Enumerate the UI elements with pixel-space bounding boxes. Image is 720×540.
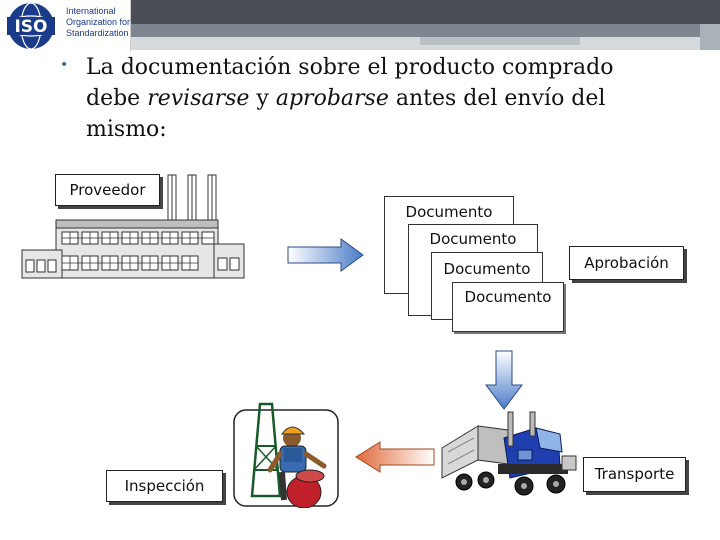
bullet-line-1: La documentación sobre el producto compr… (86, 55, 614, 80)
iso-emblem-icon: ISO (7, 2, 55, 50)
iso-logo-text: International Organization for Standardi… (66, 6, 132, 39)
iso-logo-line: International (66, 6, 116, 16)
supplier-label: Proveedor (55, 174, 160, 206)
header-bar-dark (125, 0, 720, 24)
inspection-label: Inspección (106, 470, 223, 502)
document-label: Documento (464, 288, 552, 306)
iso-logo-mark: ISO (14, 17, 47, 37)
truck-icon (441, 411, 577, 496)
bullet-text-span: y (249, 86, 276, 111)
header-bar-accent-right (700, 24, 720, 50)
iso-logo-line: Organization for (66, 17, 131, 27)
bullet-italic-span: aprobarse (275, 86, 389, 111)
document-card: Documento (452, 282, 564, 332)
bullet-text-span: debe (86, 86, 148, 111)
factory-icon (21, 174, 245, 279)
document-label: Documento (405, 203, 493, 221)
bullet-marker: • (60, 57, 69, 73)
arrow-left-icon (355, 441, 435, 473)
document-label: Documento (443, 260, 531, 278)
iso-logo: ISO International Organization for Stand… (0, 0, 131, 52)
document-label: Documento (429, 230, 517, 248)
bullet-paragraph: La documentación sobre el producto compr… (86, 52, 720, 145)
iso-logo-line: Standardization (66, 28, 129, 38)
header-bar-mid (125, 24, 720, 37)
inspection-worker-icon (233, 402, 339, 508)
bullet-text-span: antes del envío del (388, 86, 606, 111)
header-bar-accent (420, 37, 580, 45)
transport-label: Transporte (583, 457, 686, 492)
arrow-down-icon (485, 350, 523, 410)
arrow-right-icon (287, 238, 364, 272)
bullet-line-3: mismo: (86, 117, 167, 142)
bullet-italic-span: revisarse (147, 86, 250, 111)
bullet-line-2: debe revisarse y aprobarse antes del env… (86, 83, 720, 114)
approval-label: Aprobación (569, 246, 684, 280)
